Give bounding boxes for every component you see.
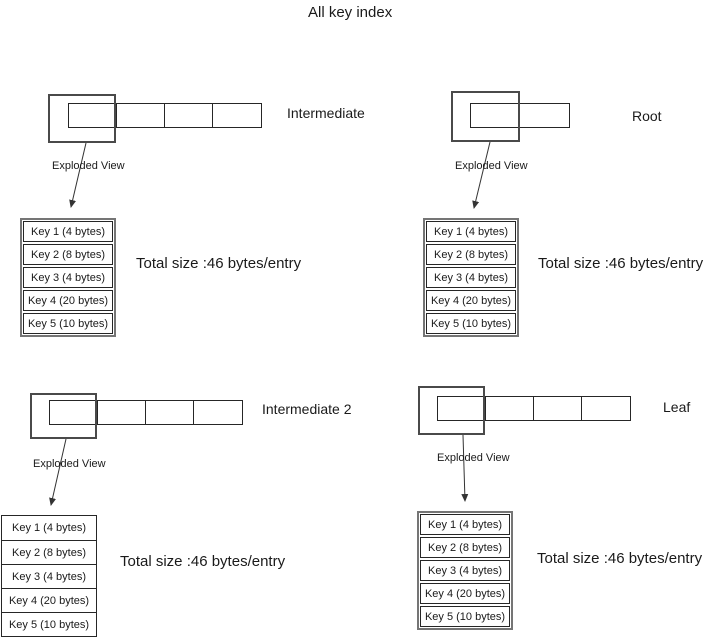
key-entry: Key 1 (4 bytes) [23,221,113,242]
exploded-view-label: Exploded View [33,458,106,470]
connector-arrow-intermediate [69,142,87,208]
key-entry: Key 3 (4 bytes) [426,267,516,288]
key-entry: Key 3 (4 bytes) [23,267,113,288]
highlight-box-intermediate2 [30,393,97,439]
node-cell [98,401,146,424]
key-entry: Key 5 (10 bytes) [23,313,113,334]
key-entry: Key 4 (20 bytes) [420,583,510,604]
node-cell [520,104,569,127]
exploded-view-label: Exploded View [52,160,125,172]
connector-arrow-root [472,141,491,209]
node-cell [486,397,534,420]
key-entry: Key 2 (8 bytes) [420,537,510,558]
key-stack-root: Key 1 (4 bytes) Key 2 (8 bytes) Key 3 (4… [423,218,519,337]
node-cell [534,397,582,420]
highlight-box-root [451,91,520,142]
key-entry: Key 1 (4 bytes) [420,514,510,535]
node-cell [50,401,98,424]
key-entry: Key 1 (4 bytes) [2,516,96,540]
key-entry: Key 2 (8 bytes) [23,244,113,265]
node-label-intermediate: Intermediate [287,105,365,121]
exploded-view-label: Exploded View [437,452,510,464]
node-cell [165,104,213,127]
node-row-leaf [437,396,631,421]
key-stack-intermediate: Key 1 (4 bytes) Key 2 (8 bytes) Key 3 (4… [20,218,116,337]
total-size-label: Total size :46 bytes/entry [538,255,704,272]
total-size-label: Total size :46 bytes/entry [120,553,286,570]
key-entry: Key 4 (20 bytes) [2,588,96,612]
node-cell [194,401,242,424]
node-label-intermediate2: Intermediate 2 [262,401,352,417]
connector-arrow-leaf [461,434,469,502]
key-entry: Key 5 (10 bytes) [420,606,510,627]
key-entry: Key 2 (8 bytes) [426,244,516,265]
node-label-leaf: Leaf [663,399,691,415]
key-entry: Key 1 (4 bytes) [426,221,516,242]
node-label-root: Root [632,108,662,124]
node-cell [438,397,486,420]
total-size-label: Total size :46 bytes/entry [136,255,302,272]
node-cell [213,104,261,127]
node-cell [146,401,194,424]
total-size-label: Total size :46 bytes/entry [537,550,703,567]
node-cell [69,104,117,127]
key-entry: Key 2 (8 bytes) [2,540,96,564]
node-cell [582,397,630,420]
exploded-view-label: Exploded View [455,160,528,172]
key-entry: Key 4 (20 bytes) [426,290,516,311]
key-stack-intermediate2: Key 1 (4 bytes) Key 2 (8 bytes) Key 3 (4… [1,515,97,637]
key-entry: Key 3 (4 bytes) [420,560,510,581]
key-entry: Key 5 (10 bytes) [426,313,516,334]
node-cell [117,104,165,127]
connector-arrow-intermediate2 [49,438,67,506]
highlight-box-leaf [418,386,485,435]
key-stack-leaf: Key 1 (4 bytes) Key 2 (8 bytes) Key 3 (4… [417,511,513,630]
diagram-title: All key index [308,4,393,21]
node-row-intermediate2 [49,400,243,425]
key-entry: Key 3 (4 bytes) [2,564,96,588]
key-entry: Key 4 (20 bytes) [23,290,113,311]
highlight-box-intermediate [48,94,116,143]
key-entry: Key 5 (10 bytes) [2,612,96,636]
node-row-intermediate [68,103,262,128]
